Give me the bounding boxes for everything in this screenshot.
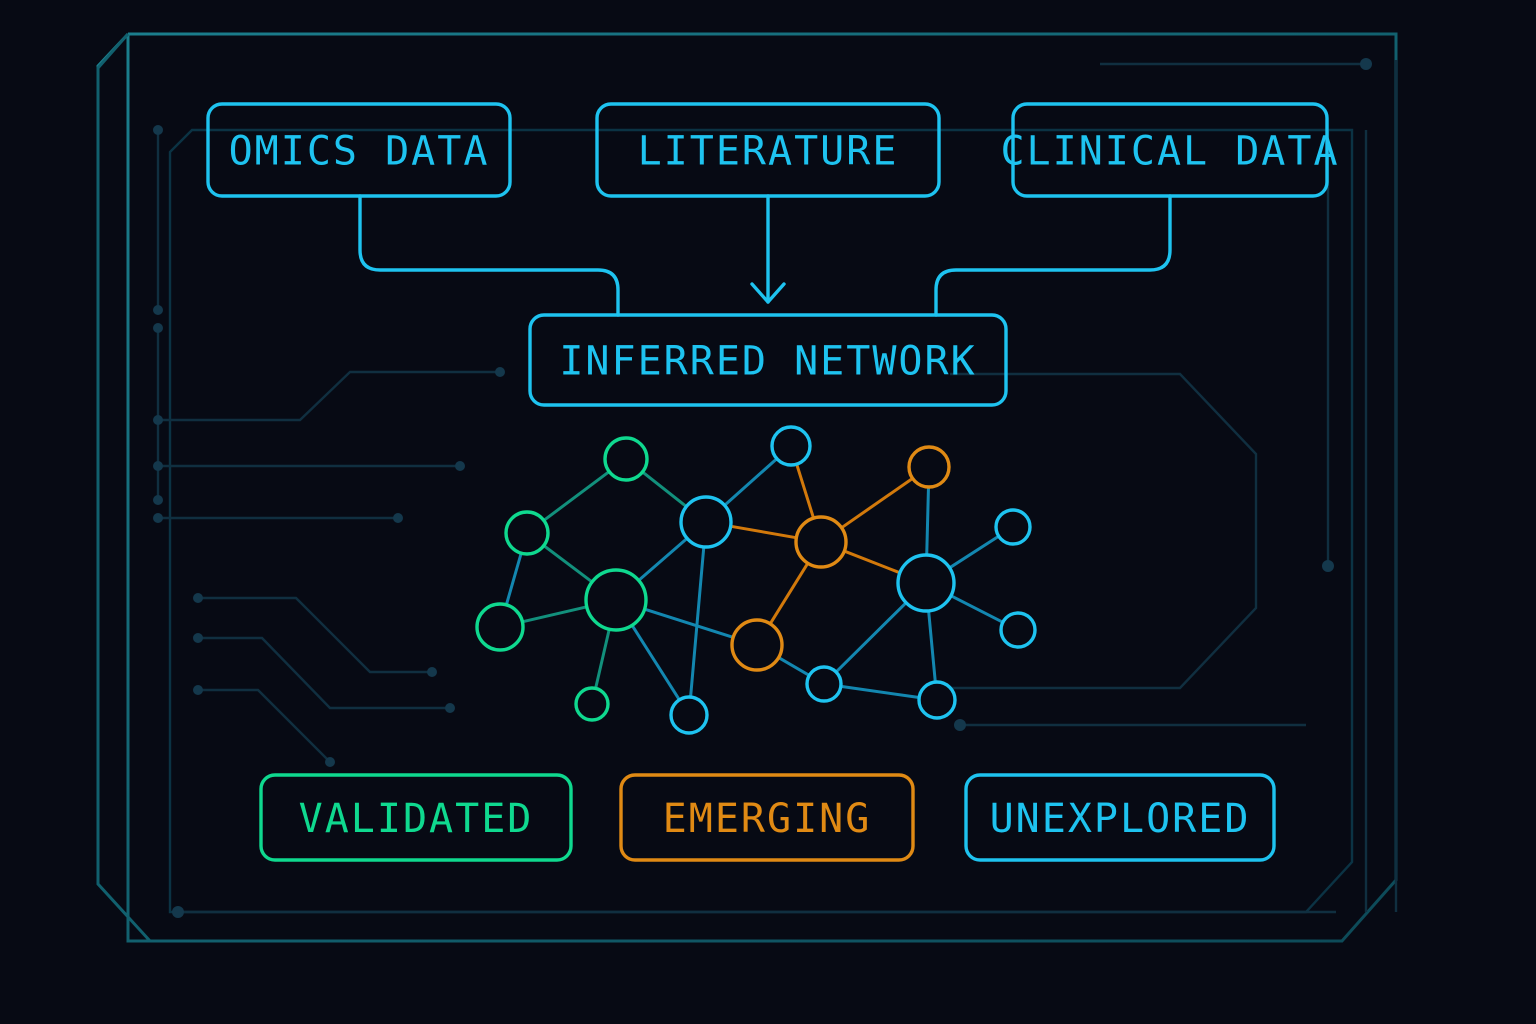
network-node-emerging[interactable] (907, 445, 951, 489)
network-node-unexplored[interactable] (679, 495, 733, 549)
source-box-label: CLINICAL DATA (1000, 128, 1339, 174)
network-node-unexplored[interactable] (770, 425, 812, 467)
legend-box-unexplored[interactable]: UNEXPLORED (964, 773, 1276, 862)
network-edge (948, 535, 1000, 569)
hub-box-border (528, 313, 1008, 407)
circuit-trace-group-bottom (178, 723, 1336, 914)
network-edge (843, 549, 901, 574)
network-node-unexplored[interactable] (994, 508, 1032, 546)
network-edge (521, 605, 588, 624)
arrowhead-literature (750, 282, 786, 304)
network-edge (950, 594, 1004, 624)
network-edge (631, 624, 681, 701)
network-node-unexplored[interactable] (896, 553, 956, 613)
network-node-unexplored[interactable] (917, 680, 957, 720)
legend-box-border (259, 773, 573, 862)
network-edge (730, 524, 797, 540)
circuit-dot-top-right (1360, 58, 1372, 70)
network-edge (543, 470, 610, 522)
network-node-validated[interactable] (504, 510, 550, 556)
connector-omics-to-hub (358, 194, 620, 317)
network-node-emerging[interactable] (794, 515, 848, 569)
circuit-dot-group-midleft (153, 367, 505, 767)
source-box-omics[interactable]: OMICS DATA (206, 102, 512, 198)
connector-clinical-to-hub (934, 194, 1172, 317)
source-box-clinical[interactable]: CLINICAL DATA (1000, 102, 1339, 198)
network-edge (637, 537, 688, 582)
network-edge (543, 544, 593, 583)
source-box-label: OMICS DATA (229, 128, 490, 174)
legend-box-border (619, 773, 915, 862)
network-node-unexplored[interactable] (669, 695, 709, 735)
circuit-dot-group-left (153, 125, 163, 505)
network-edge (723, 457, 778, 507)
network-edge (925, 486, 930, 556)
network-edge (795, 463, 815, 519)
network-edge (689, 546, 706, 698)
network-edge-layer (505, 457, 1004, 701)
network-edge (777, 656, 810, 677)
legend-box-label: VALIDATED (299, 796, 534, 842)
legend-box-emerging[interactable]: EMERGING (619, 773, 915, 862)
source-box-label: LITERATURE (638, 128, 899, 174)
network-edge (505, 552, 523, 606)
source-box-literature[interactable]: LITERATURE (595, 102, 941, 198)
source-box-border (206, 102, 512, 198)
network-edge (927, 610, 937, 683)
circuit-trace-group-right (1326, 60, 1398, 912)
network-node-unexplored[interactable] (805, 665, 843, 703)
outer-frame-left-edge (96, 33, 152, 943)
legend-box-validated[interactable]: VALIDATED (259, 773, 573, 862)
network-edge (641, 471, 688, 508)
network-edge (840, 685, 920, 699)
network-edge (644, 607, 734, 639)
network-node-validated[interactable] (574, 686, 610, 722)
hub-box-inferred[interactable]: INFERRED NETWORK (528, 313, 1008, 407)
circuit-dot-group-right (1322, 560, 1334, 572)
network-node-validated[interactable] (584, 568, 648, 632)
hub-box-label: INFERRED NETWORK (559, 338, 976, 384)
legend-box-label: EMERGING (663, 796, 872, 842)
circuit-dot-group-bottom (172, 719, 966, 918)
network-node-layer (475, 425, 1037, 735)
network-edge (769, 562, 809, 625)
legend-box-border (964, 773, 1276, 862)
legend-box-label: UNEXPLORED (990, 796, 1251, 842)
network-edge (594, 628, 611, 689)
network-edge (840, 477, 914, 529)
network-edge (835, 601, 907, 673)
source-box-border (595, 102, 941, 198)
network-node-validated[interactable] (603, 436, 649, 482)
network-node-validated[interactable] (475, 602, 525, 652)
circuit-octagon-right (950, 372, 1258, 690)
network-node-emerging[interactable] (730, 618, 784, 672)
source-box-border (1011, 102, 1329, 198)
circuit-trace-group-midleft (158, 370, 500, 763)
network-node-unexplored[interactable] (999, 611, 1037, 649)
